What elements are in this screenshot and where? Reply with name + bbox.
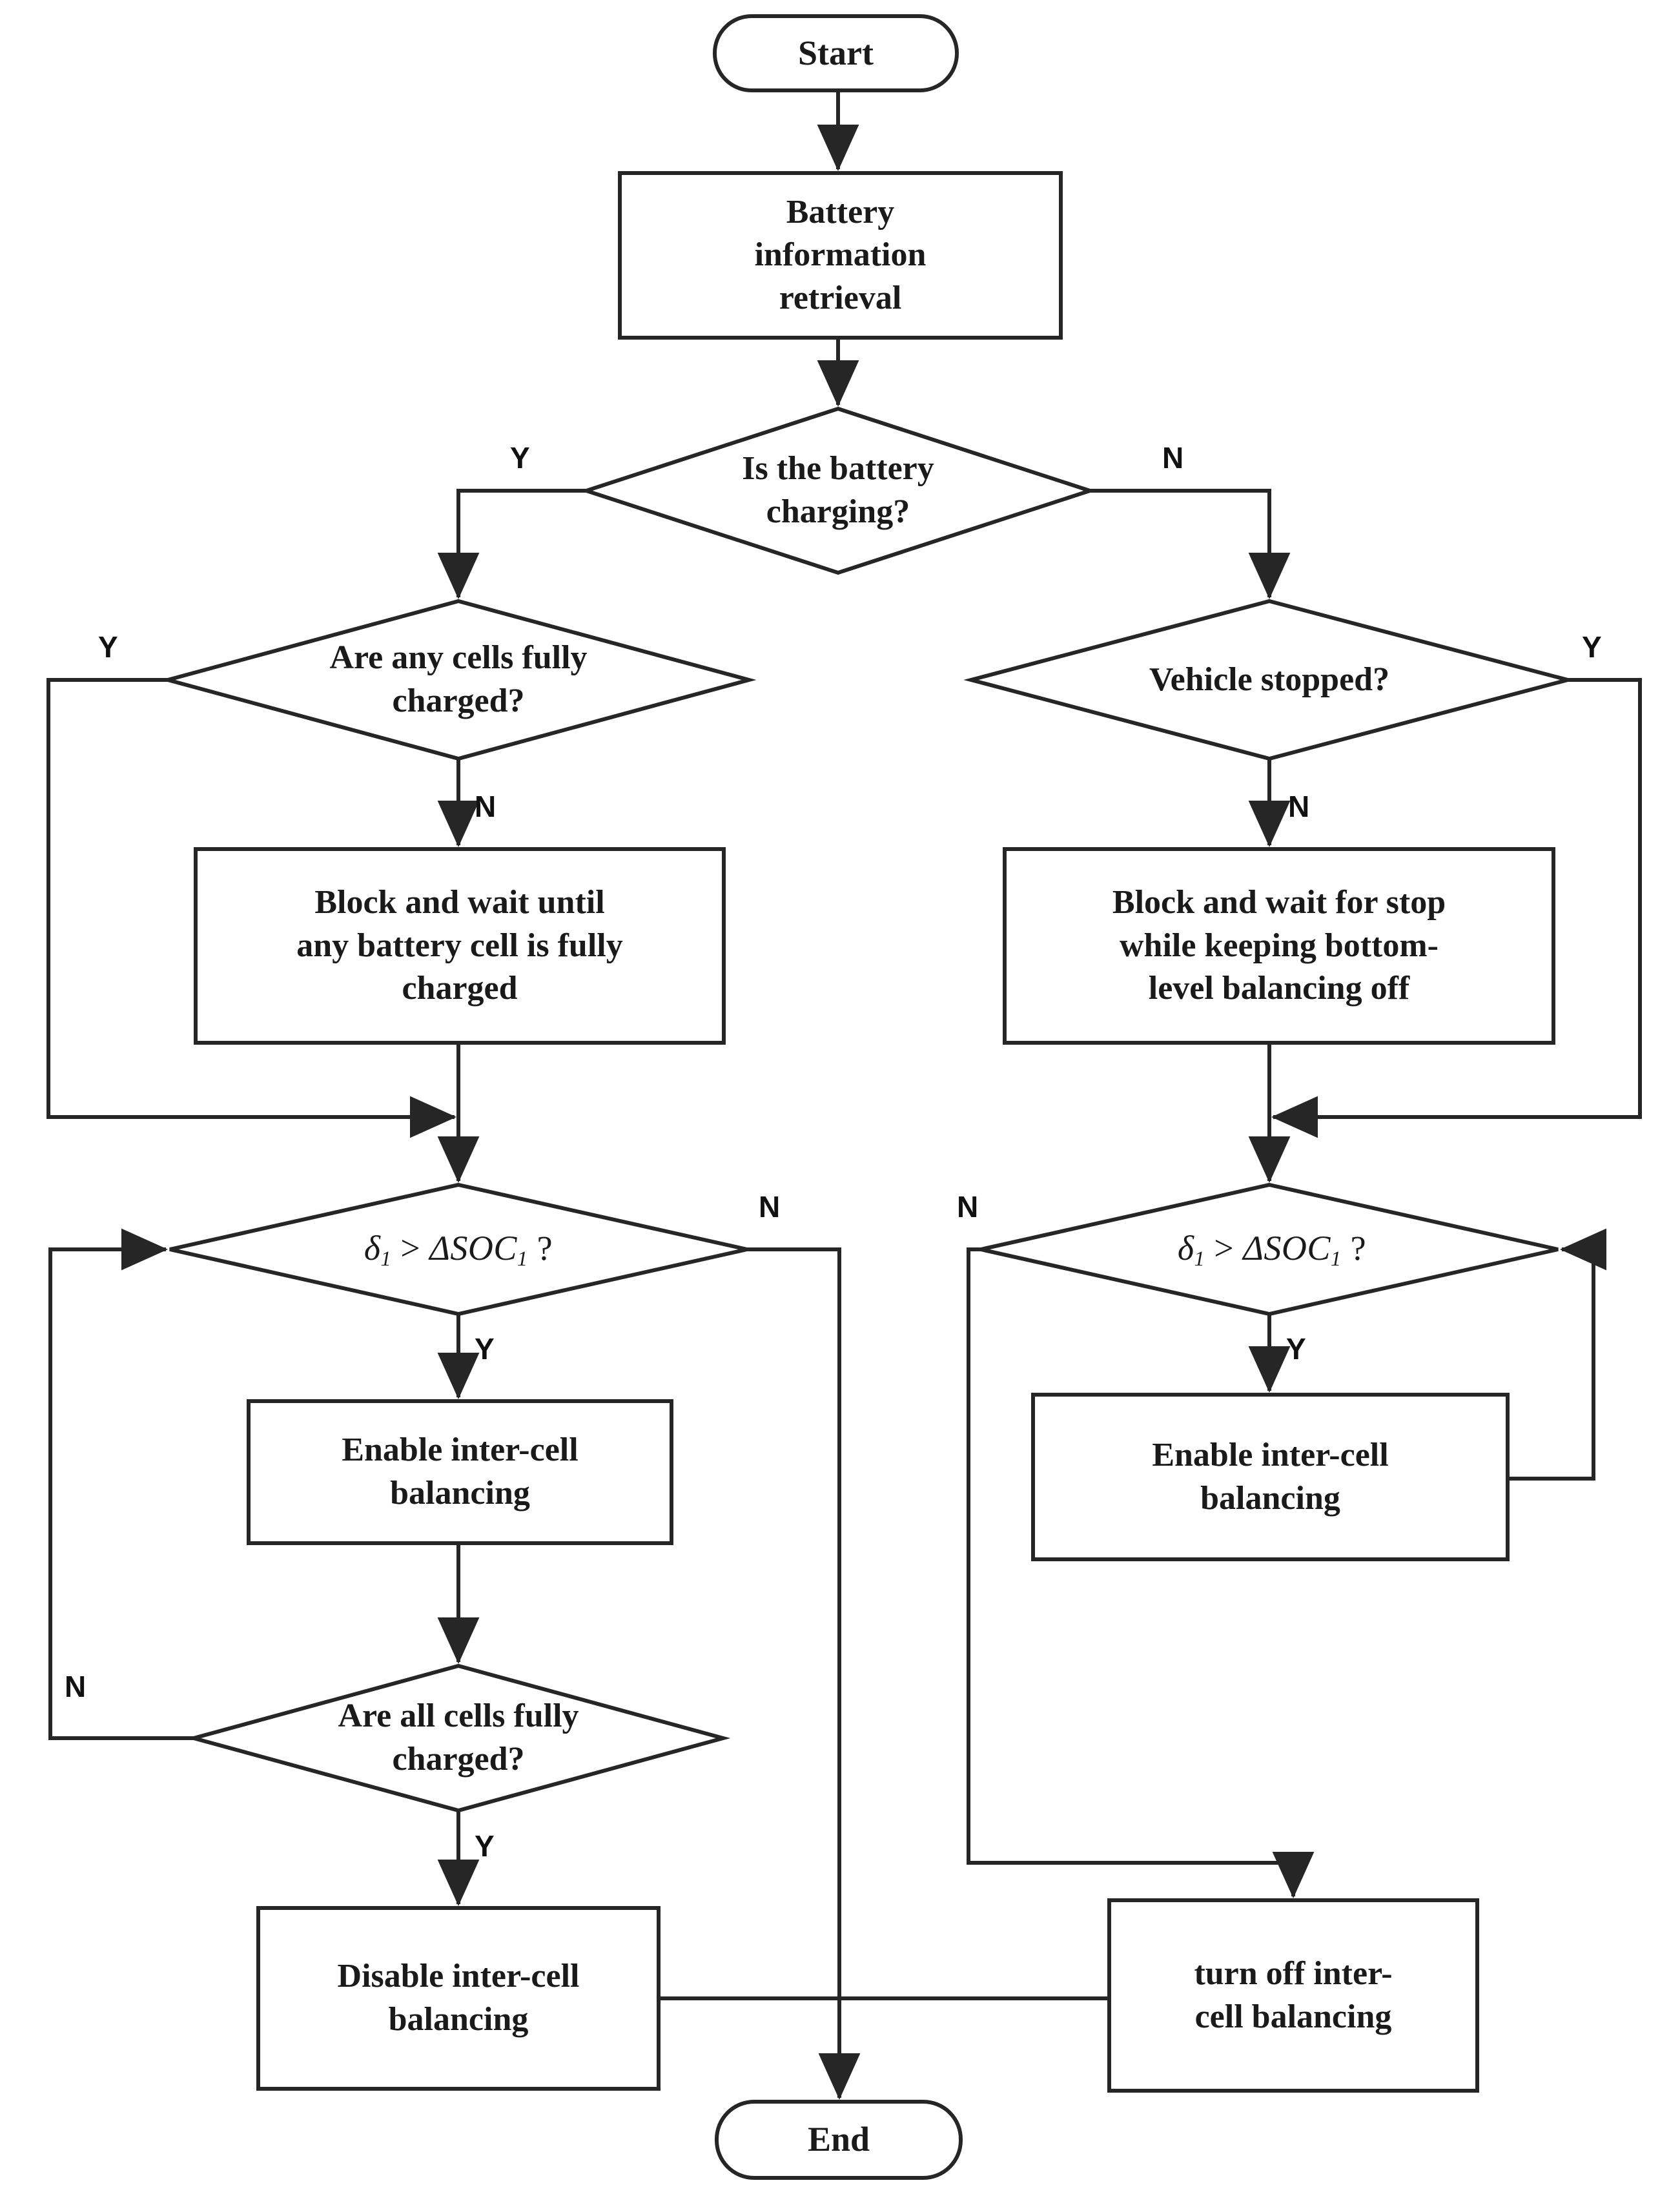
shape-block-wait-cell [194,847,726,1045]
shape-turn-off-right [1107,1898,1479,2093]
shape-is-charging [580,406,1096,575]
shape-disable-left [256,1906,661,2091]
shape-enable-right [1031,1393,1510,1561]
shape-all-cells-full [186,1663,731,1813]
edge-vehicle-yes [1271,678,1642,1138]
shape-battery-info [618,171,1063,340]
shape-end [715,2100,963,2180]
shape-enable-left [247,1399,673,1545]
edge-anycells-yes [46,678,456,1138]
edge-charging-no [1090,489,1291,599]
edge-socleft-no [747,1247,861,2100]
edge-socright-no [967,1247,1315,1898]
shape-vehicle-stopped [963,599,1575,761]
shape-any-cells-full [160,599,757,761]
shape-soc-check-left [169,1182,748,1317]
shape-start [713,14,959,92]
edge-enableright-loop [1508,1228,1606,1481]
shape-soc-check-right [980,1182,1559,1317]
shape-block-wait-stop [1003,847,1555,1045]
edge-charging-yes [437,489,586,599]
edge-allcells-no [48,1228,194,1740]
